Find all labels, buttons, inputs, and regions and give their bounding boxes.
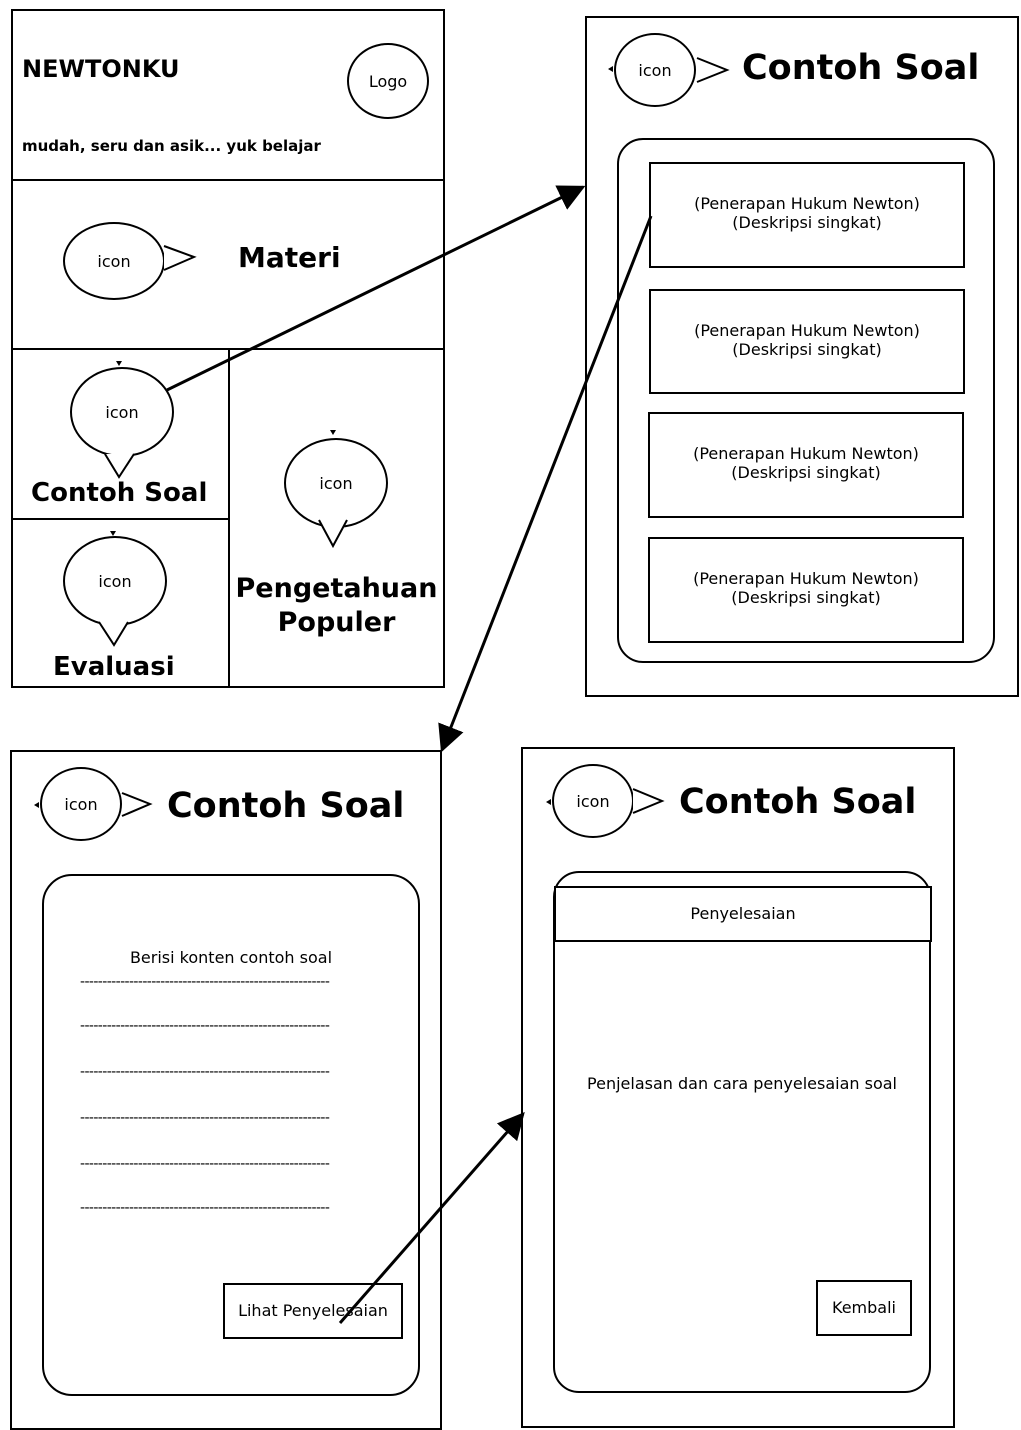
content-line: ----------------------------------------… (80, 1200, 330, 1216)
list-screen-icon: icon (614, 33, 696, 107)
content-line: ----------------------------------------… (80, 1064, 330, 1080)
detail-screen-icon: icon (40, 767, 122, 841)
menu-contoh-soal[interactable]: icon Contoh Soal (13, 350, 228, 520)
menu-divider (228, 350, 230, 686)
home-screen: NEWTONKU mudah, seru dan asik... yuk bel… (11, 9, 445, 688)
contoh-soal-icon: icon (70, 367, 174, 457)
app-title: NEWTONKU (22, 55, 180, 83)
menu-evaluasi[interactable]: icon Evaluasi (13, 520, 228, 686)
materi-icon: icon (63, 222, 165, 300)
solution-card (553, 871, 931, 1393)
detail-screen: icon Contoh Soal Berisi konten contoh so… (10, 750, 442, 1430)
menu-evaluasi-label: Evaluasi (53, 652, 175, 682)
logo-label: Logo (368, 71, 408, 91)
home-header: NEWTONKU mudah, seru dan asik... yuk bel… (13, 11, 443, 181)
menu-materi[interactable]: icon Materi (13, 181, 443, 350)
app-tagline: mudah, seru dan asik... yuk belajar (22, 137, 321, 155)
content-line: ----------------------------------------… (80, 1018, 330, 1034)
list-screen: icon Contoh Soal (Penerapan Hukum Newton… (585, 16, 1019, 697)
list-item[interactable]: (Penerapan Hukum Newton) (Deskripsi sing… (649, 289, 965, 394)
kembali-button[interactable]: Kembali (816, 1280, 912, 1336)
content-line: ----------------------------------------… (80, 974, 330, 990)
content-line: ----------------------------------------… (80, 1110, 330, 1126)
menu-contoh-soal-label: Contoh Soal (31, 478, 208, 508)
detail-content-card: Berisi konten contoh soal --------------… (42, 874, 420, 1396)
content-line: ----------------------------------------… (80, 1156, 330, 1172)
menu-pengetahuan-populer[interactable]: icon Pengetahuan Populer (230, 350, 443, 686)
solution-screen-title: Contoh Soal (679, 782, 917, 822)
solution-screen-icon: icon (552, 764, 634, 838)
solution-body: Penjelasan dan cara penyelesaian soal (587, 1074, 897, 1093)
list-item[interactable]: (Penerapan Hukum Newton) (Deskripsi sing… (648, 537, 964, 643)
evaluasi-icon: icon (63, 536, 167, 626)
logo: Logo (347, 43, 429, 119)
list-item[interactable]: (Penerapan Hukum Newton) (Deskripsi sing… (649, 162, 965, 268)
lihat-penyelesaian-button[interactable]: Lihat Penyelesaian (223, 1283, 403, 1339)
list-screen-title: Contoh Soal (742, 48, 980, 88)
menu-pengetahuan-label: Pengetahuan Populer (235, 573, 438, 638)
solution-screen: icon Contoh Soal Penyelesaian Penjelasan… (521, 747, 955, 1428)
pengetahuan-icon: icon (284, 438, 388, 528)
solution-header: Penyelesaian (554, 886, 932, 942)
list-item[interactable]: (Penerapan Hukum Newton) (Deskripsi sing… (648, 412, 964, 518)
detail-screen-title: Contoh Soal (167, 786, 405, 826)
menu-materi-label: Materi (238, 241, 341, 274)
content-label: Berisi konten contoh soal (129, 948, 333, 967)
